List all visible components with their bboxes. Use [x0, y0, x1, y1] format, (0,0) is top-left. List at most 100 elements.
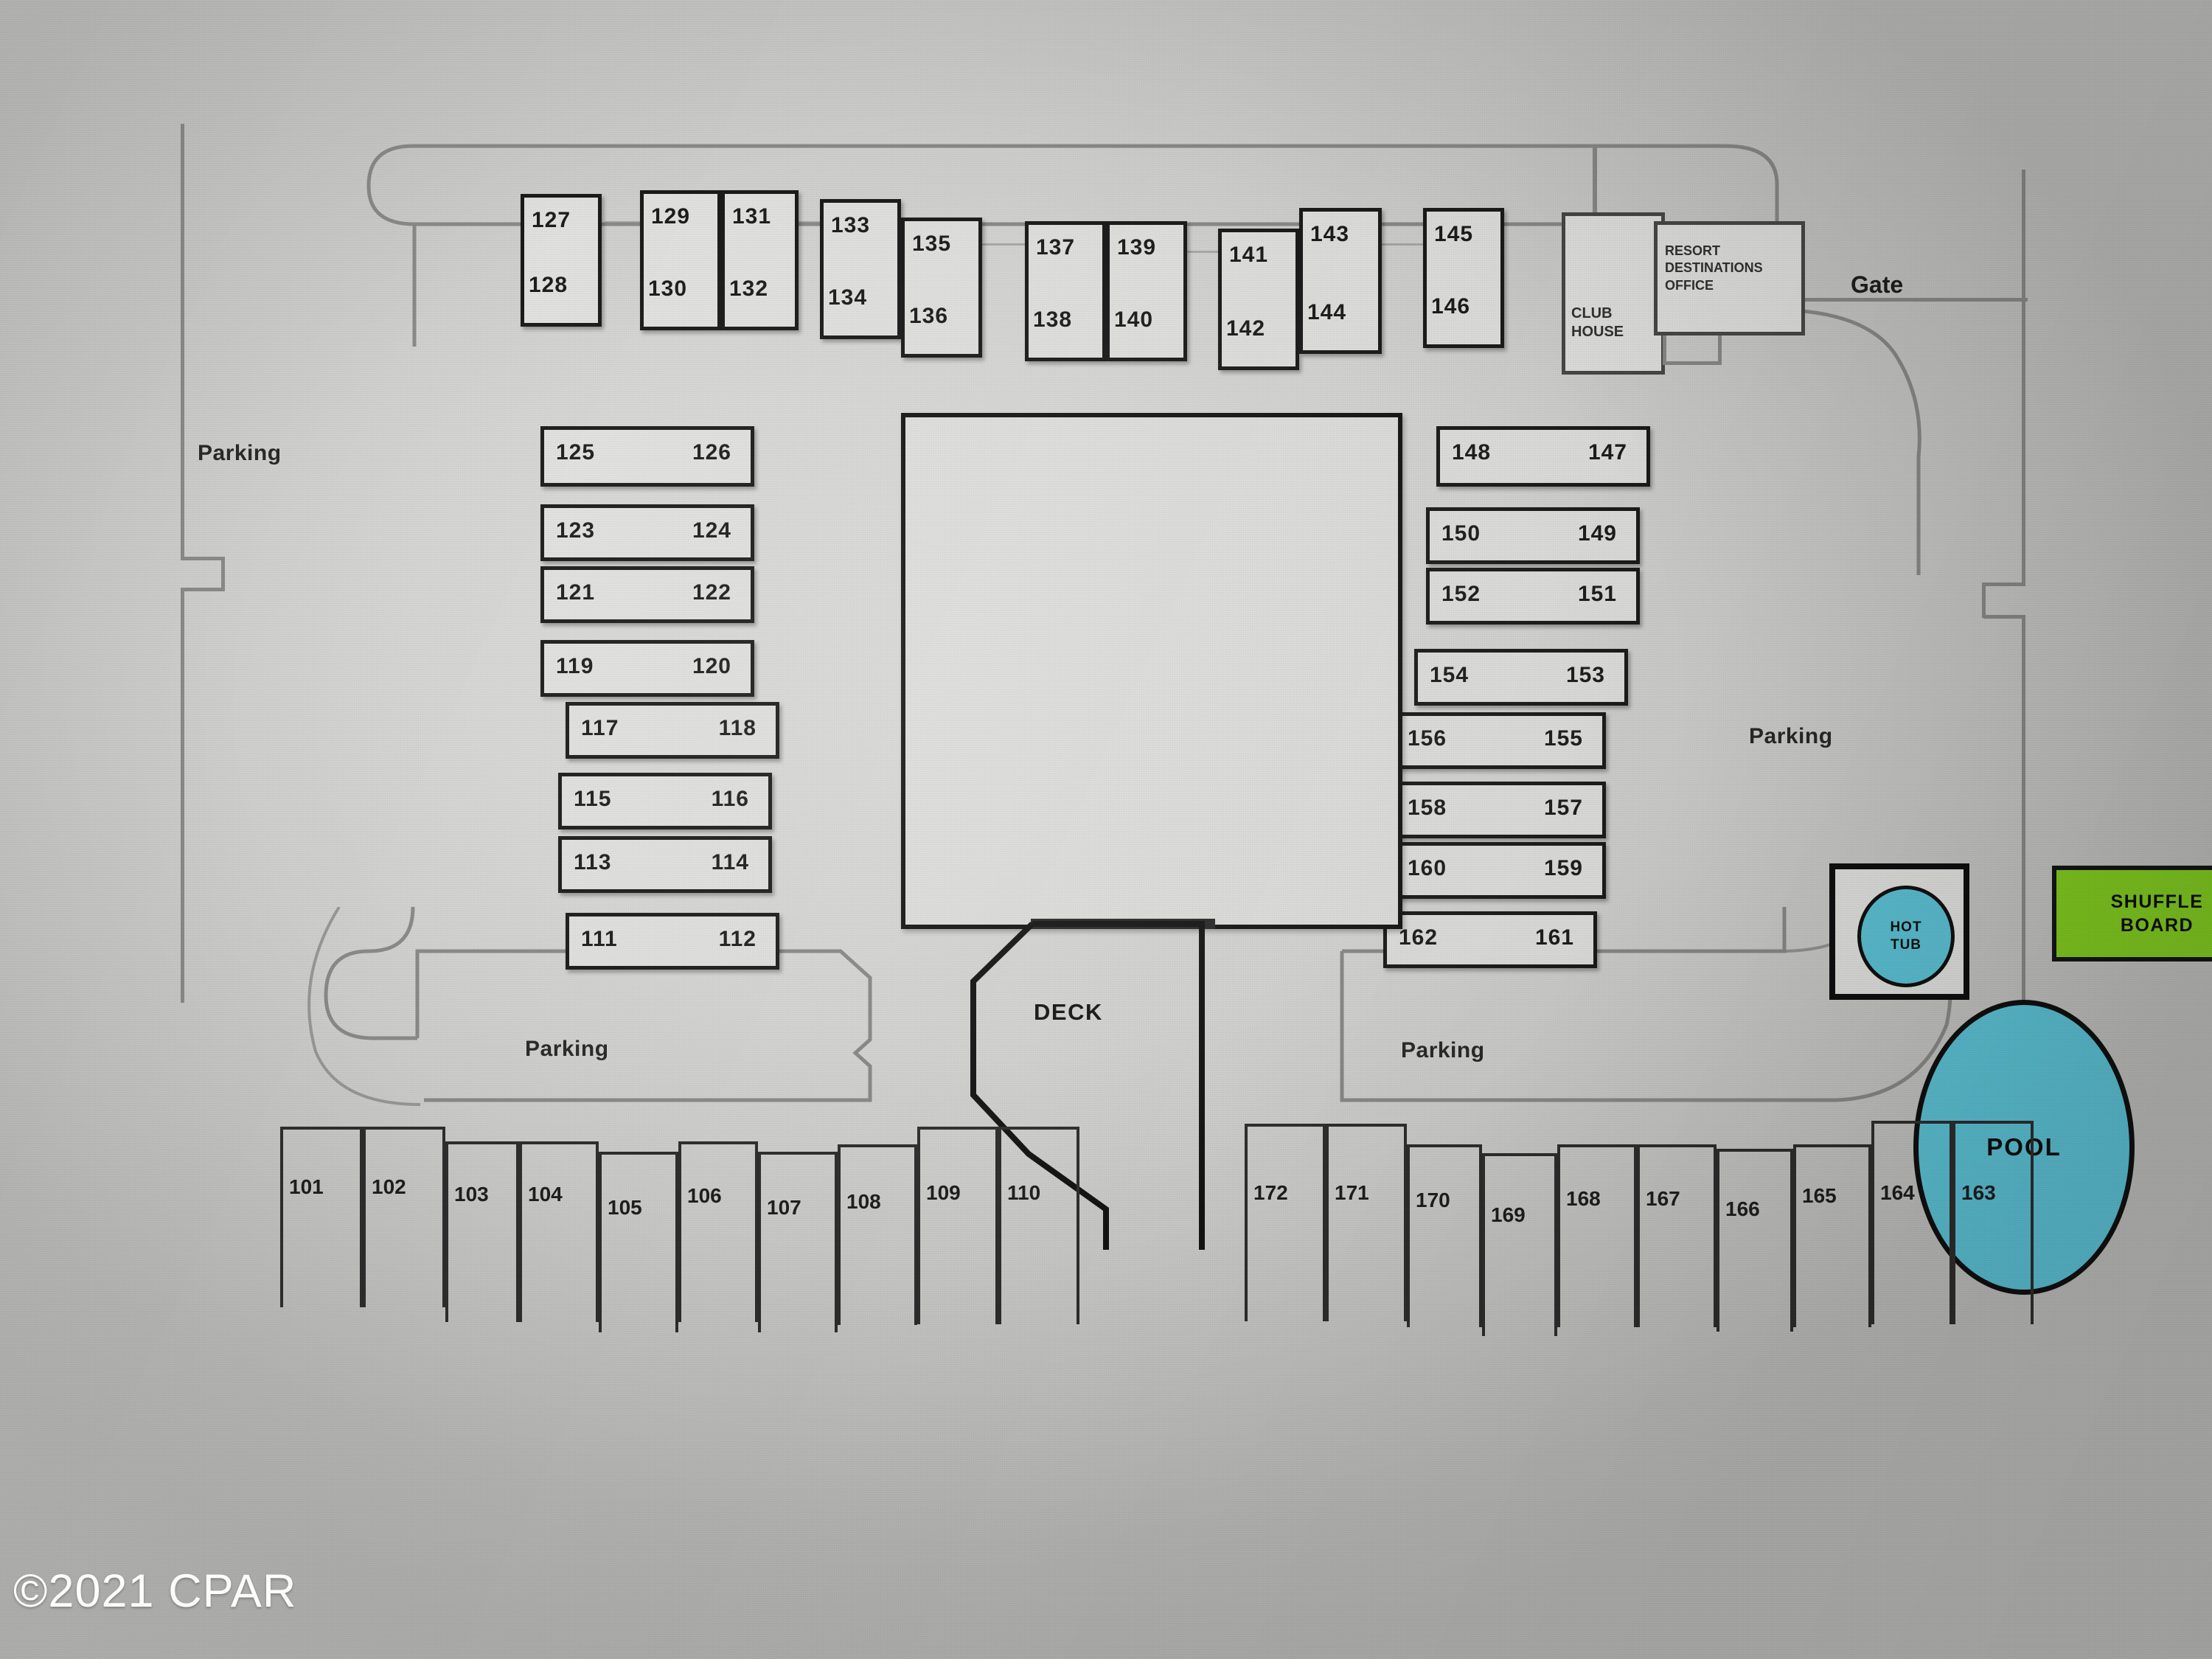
road-line-through-units-3 — [1183, 251, 1223, 253]
clubhouse-label-line2: HOUSE — [1571, 324, 1624, 340]
boundary-line-right-lower — [2022, 618, 2025, 1031]
unit-number-159: 159 — [1543, 856, 1583, 880]
unit-number-115: 115 — [574, 787, 612, 811]
unit-number-112: 112 — [718, 927, 757, 951]
unit-number-157: 157 — [1543, 796, 1583, 820]
unit-number-155: 155 — [1543, 726, 1583, 751]
parking-stall-label-106: 106 — [687, 1184, 722, 1207]
boundary-notch-right-top — [1983, 582, 2025, 586]
unit-number-137: 137 — [1036, 235, 1076, 260]
unit-pair-145-146: 145 146 — [1423, 208, 1504, 348]
unit-number-116: 116 — [711, 787, 749, 811]
boundary-notch-left-cap — [221, 557, 225, 591]
unit-number-121: 121 — [556, 580, 596, 605]
parking-stall-166: 166 — [1717, 1149, 1793, 1332]
unit-number-148: 148 — [1452, 440, 1492, 465]
unit-number-161: 161 — [1534, 925, 1574, 950]
parking-stall-label-110: 110 — [1007, 1181, 1041, 1204]
parking-stall-label-105: 105 — [608, 1196, 642, 1219]
boundary-notch-right-cap — [1982, 582, 1986, 618]
parking-stall-label-172: 172 — [1253, 1181, 1288, 1204]
unit-number-129: 129 — [651, 204, 691, 229]
unit-number-144: 144 — [1307, 300, 1347, 324]
unit-number-124: 124 — [692, 518, 731, 543]
parking-stall-label-108: 108 — [846, 1190, 881, 1213]
parking-stall-169: 169 — [1482, 1153, 1557, 1336]
resort-destinations-office: RESORT DESTINATIONS OFFICE — [1654, 221, 1805, 335]
deck-label: DECK — [1034, 999, 1103, 1025]
gate-road-line — [1762, 298, 2028, 302]
parking-stall-label-165: 165 — [1802, 1184, 1837, 1207]
parking-stall-label-166: 166 — [1725, 1197, 1760, 1220]
boundary-line-left-lower — [181, 590, 184, 1003]
parking-stall-label-104: 104 — [528, 1183, 563, 1206]
parking-stall-172: 172 — [1245, 1124, 1326, 1321]
unit-number-114: 114 — [711, 850, 749, 874]
parking-stall-label-103: 103 — [454, 1183, 489, 1206]
unit-number-146: 146 — [1431, 294, 1471, 319]
parking-label-4: Parking — [1749, 724, 1833, 748]
unit-number-123: 123 — [556, 518, 596, 543]
hot-tub-label-line1: HOT — [1890, 919, 1922, 936]
parking-stall-104: 104 — [519, 1141, 599, 1322]
parking-label-1: Parking — [198, 441, 282, 465]
parking-stall-107: 107 — [758, 1152, 838, 1332]
unit-pair-115-116: 115 116 — [558, 773, 772, 830]
unit-number-118: 118 — [718, 716, 757, 740]
unit-number-131: 131 — [732, 204, 772, 229]
parking-stall-label-102: 102 — [372, 1175, 406, 1198]
unit-number-134: 134 — [828, 285, 868, 310]
boundary-line-left-outer — [181, 124, 184, 559]
parking-stall-168: 168 — [1557, 1144, 1637, 1327]
parking-stall-label-168: 168 — [1566, 1187, 1601, 1210]
office-label-line2: DESTINATIONS — [1665, 260, 1763, 276]
boundary-notch-left-top — [181, 557, 225, 560]
unit-number-113: 113 — [574, 850, 612, 874]
parking-stall-101: 101 — [280, 1127, 363, 1307]
unit-number-119: 119 — [556, 654, 594, 678]
parking-stall-label-109: 109 — [926, 1181, 961, 1204]
unit-pair-113-114: 113 114 — [558, 836, 772, 893]
unit-number-154: 154 — [1430, 663, 1470, 687]
parking-stall-102: 102 — [363, 1127, 445, 1307]
hot-tub: HOT TUB — [1857, 886, 1955, 987]
shuffleboard-label-line2: BOARD — [2120, 915, 2194, 936]
unit-number-158: 158 — [1408, 796, 1447, 820]
pool-label: POOL — [1986, 1133, 2062, 1161]
interior-road-right-upper — [1776, 310, 1921, 575]
parking-stall-170: 170 — [1407, 1144, 1482, 1327]
unit-number-145: 145 — [1434, 222, 1474, 246]
shuffleboard-court: SHUFFLE BOARD — [2052, 866, 2212, 961]
gate-post — [1593, 145, 1597, 212]
parking-stall-103: 103 — [445, 1141, 519, 1322]
copyright-watermark: ©2021 CPAR — [13, 1565, 297, 1617]
interior-road-top — [366, 144, 1779, 347]
boundary-notch-left-bottom — [181, 588, 225, 591]
unit-pair-160-159: 160 159 — [1392, 842, 1606, 899]
unit-number-153: 153 — [1565, 663, 1605, 687]
office-label-line3: OFFICE — [1665, 277, 1714, 293]
parking-stall-167: 167 — [1637, 1144, 1717, 1327]
parking-stall-165: 165 — [1793, 1144, 1871, 1327]
parking-stall-108: 108 — [838, 1144, 917, 1325]
office-footpath-3 — [1718, 335, 1722, 365]
parking-stall-105: 105 — [599, 1152, 678, 1332]
boundary-line-right-outer — [2022, 170, 2025, 582]
gate-label: Gate — [1851, 271, 1904, 298]
unit-number-160: 160 — [1408, 856, 1447, 880]
unit-number-111: 111 — [581, 927, 618, 951]
office-label-line1: RESORT — [1665, 243, 1721, 258]
parking-stall-label-171: 171 — [1335, 1181, 1369, 1204]
parking-stall-171: 171 — [1326, 1124, 1407, 1321]
